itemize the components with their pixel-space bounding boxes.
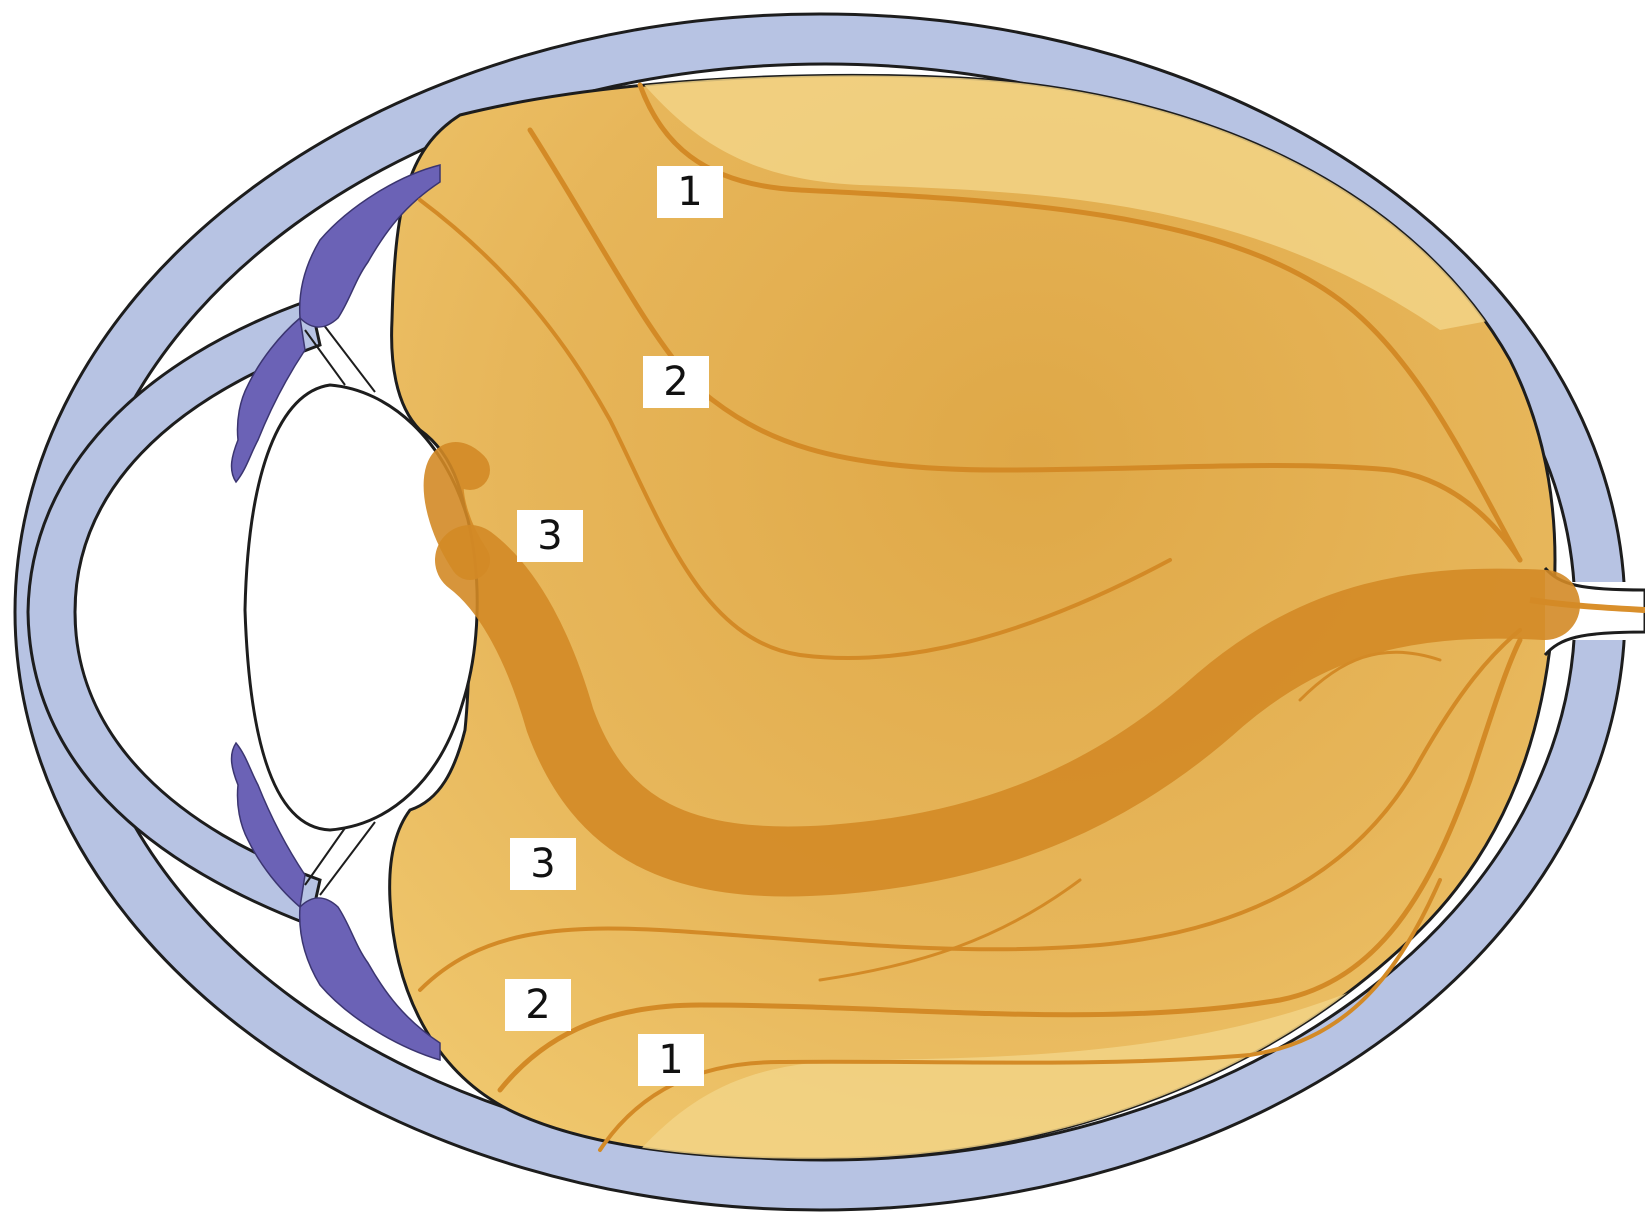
label-lower-2: 2 [505,979,571,1031]
label-lower-1: 1 [638,1034,704,1086]
label-upper-3-text: 3 [537,513,562,559]
label-upper-3: 3 [517,510,583,562]
label-lower-3: 3 [510,838,576,890]
label-upper-1: 1 [657,166,723,218]
label-lower-1-text: 1 [658,1037,683,1083]
label-upper-1-text: 1 [677,169,702,215]
label-lower-3-text: 3 [530,841,555,887]
label-lower-2-text: 2 [525,982,550,1028]
label-upper-2-text: 2 [663,359,688,405]
label-upper-2: 2 [643,356,709,408]
